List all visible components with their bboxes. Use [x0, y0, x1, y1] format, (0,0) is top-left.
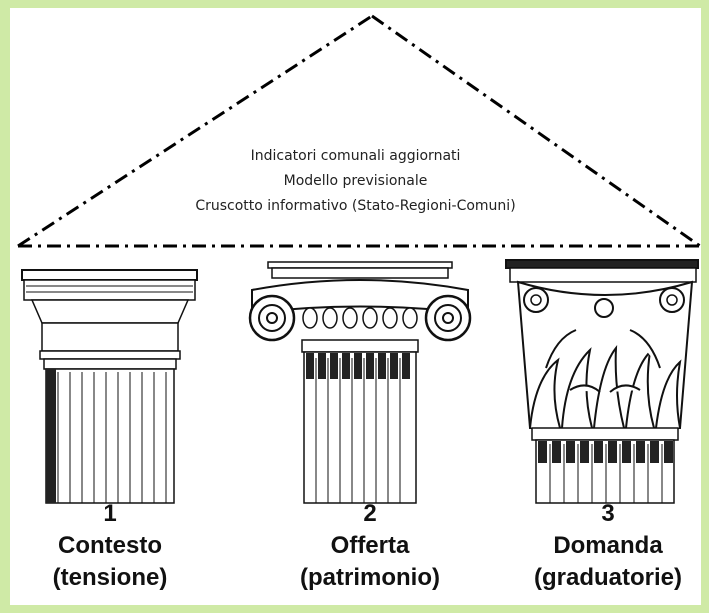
pillar-1-subtitle: (tensione): [52, 564, 168, 591]
pillar-1-number: 1: [103, 500, 117, 527]
pillar-3-title: Domanda: [553, 532, 663, 559]
pillar-2-label: 2 Offerta (patrimonio): [260, 498, 480, 594]
pillar-1-label: 1 Contesto (tensione): [0, 498, 220, 594]
pillar-3-label: 3 Domanda (graduatorie): [498, 498, 709, 594]
ionic-abacus: [267, 261, 453, 269]
pillar-2-title: Offerta: [330, 532, 410, 559]
pillar-2-subtitle: (patrimonio): [300, 564, 440, 591]
ionic-column: [248, 261, 472, 504]
roof-text-line-1: Indicatori comunali aggiornati: [250, 148, 461, 164]
doric-cornice: [21, 269, 198, 281]
roof-right-edge: [371, 14, 701, 248]
doric-column: [21, 269, 198, 504]
roof-text-line-3: Cruscotto informativo (Stato-Regioni-Com…: [195, 198, 516, 214]
pillar-3-subtitle: (graduatorie): [533, 564, 682, 591]
roof-left-edge: [17, 14, 373, 248]
corinthian-column: [505, 259, 699, 504]
roof-text-line-2: Modello previsionale: [283, 173, 428, 189]
pillar-2-number: 2: [363, 500, 377, 527]
diagram-canvas: Indicatori comunali aggiornati Modello p…: [10, 8, 701, 605]
roof-pediment: [17, 14, 701, 248]
corinthian-abacus: [505, 259, 699, 269]
doric-shaft: [45, 368, 175, 504]
pillar-3-number: 3: [601, 500, 615, 527]
pillars-artwork: [17, 14, 701, 504]
pillar-1-title: Contesto: [58, 532, 162, 559]
